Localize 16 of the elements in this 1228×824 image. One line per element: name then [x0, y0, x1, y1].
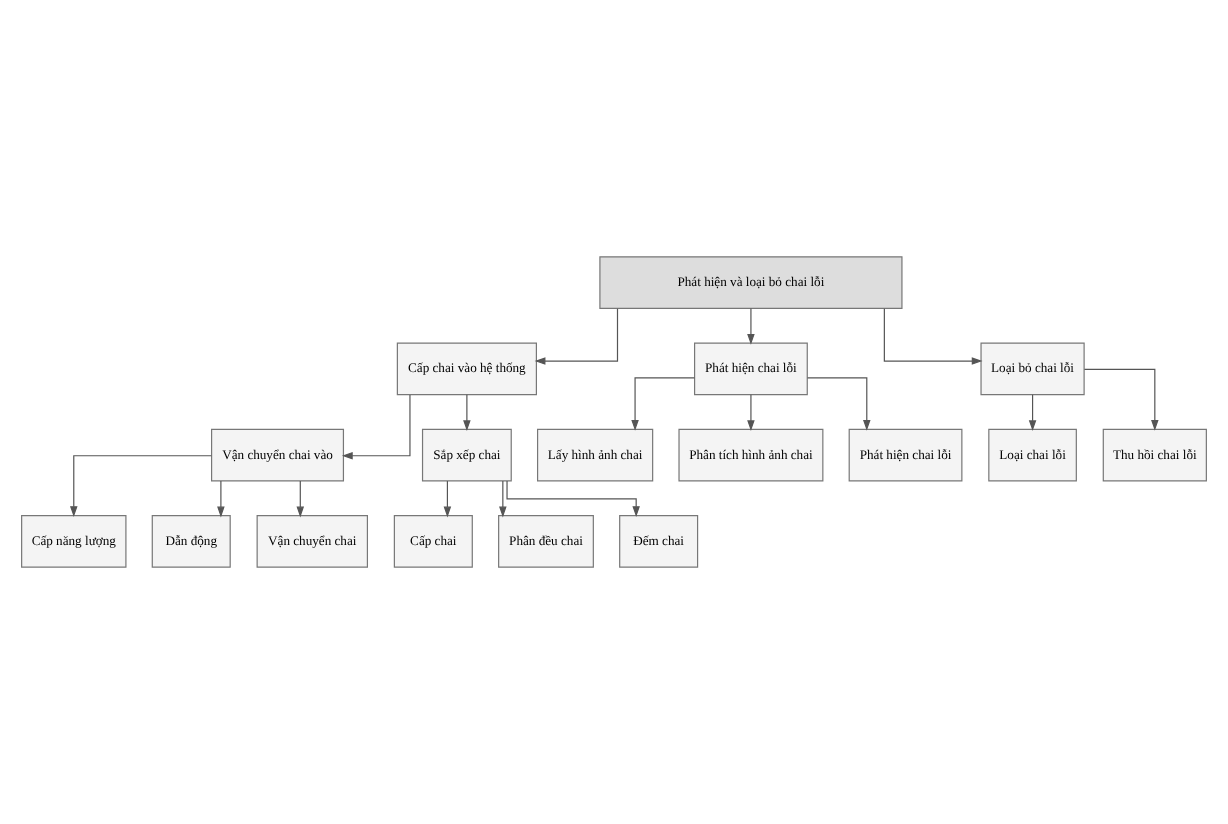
arrow — [217, 480, 225, 518]
arrow — [1083, 368, 1159, 431]
arrow — [341, 394, 411, 460]
arrow — [463, 394, 471, 432]
arrow — [883, 308, 983, 365]
arrow — [506, 480, 640, 518]
arrow — [70, 455, 212, 518]
arrow — [443, 480, 452, 518]
arrow — [296, 480, 305, 518]
arrow — [747, 307, 755, 345]
arrow — [1028, 394, 1037, 432]
arrow — [631, 377, 695, 431]
arrow — [499, 480, 507, 518]
arrow — [534, 308, 619, 365]
arrow — [806, 377, 871, 431]
arrow — [747, 394, 755, 432]
